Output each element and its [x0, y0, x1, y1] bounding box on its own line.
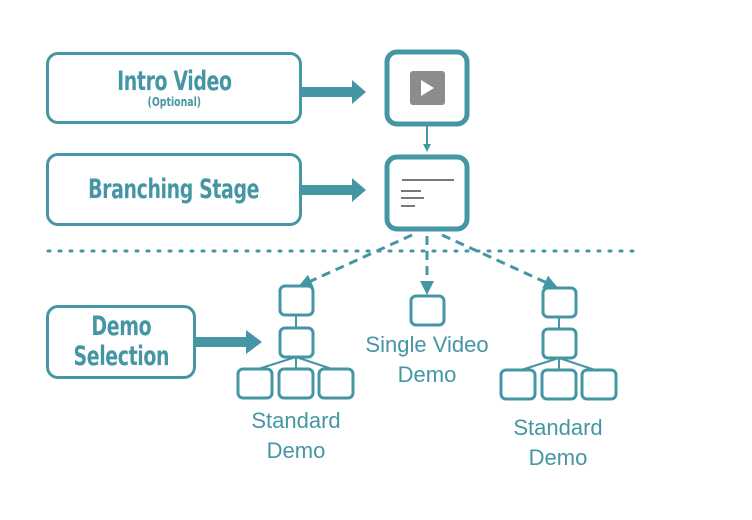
- demo-selection-label: Demo Selection: [46, 305, 196, 379]
- demo-selection-arrow: [196, 330, 262, 354]
- demo-tree-right: [499, 286, 618, 401]
- tree-node: [499, 368, 537, 401]
- branching-stage-box: [384, 154, 470, 232]
- demo-selection-line-2: Selection: [73, 341, 169, 372]
- play-video-icon: [410, 71, 445, 105]
- branch-arrow-left: [298, 233, 413, 288]
- branching-stage-label: Branching Stage: [46, 153, 302, 226]
- branch-arrow-right: [441, 233, 558, 289]
- tree-node: [580, 368, 618, 401]
- tree-node: [277, 367, 315, 400]
- branch-arrows: [298, 233, 558, 295]
- tree-node: [236, 367, 274, 400]
- single-video-node: [409, 294, 446, 327]
- branching-stage-title: Branching Stage: [88, 173, 260, 205]
- demo-selection-line-1: Demo: [91, 311, 151, 343]
- intro-video-sublabel: (Optional): [147, 95, 201, 110]
- standard-demo-caption-right: Standard Demo: [513, 415, 603, 470]
- single-video-demo-caption: Single Video Demo: [365, 332, 489, 387]
- tree-node: [541, 327, 578, 360]
- video-stage-box: [384, 49, 470, 127]
- tree-node: [540, 368, 578, 401]
- tree-node: [541, 286, 578, 319]
- standard-demo-caption-left: Standard Demo: [251, 408, 341, 463]
- intro-video-title: Intro Video: [116, 65, 232, 97]
- tree-node: [278, 284, 315, 317]
- intro-arrow: [302, 80, 366, 104]
- demo-tree-left: [236, 284, 355, 400]
- branching-arrow: [302, 178, 366, 202]
- intro-video-label: Intro Video (Optional): [46, 52, 302, 124]
- tree-node: [317, 367, 355, 400]
- text-document-icon: [401, 179, 454, 207]
- tree-node: [278, 326, 315, 359]
